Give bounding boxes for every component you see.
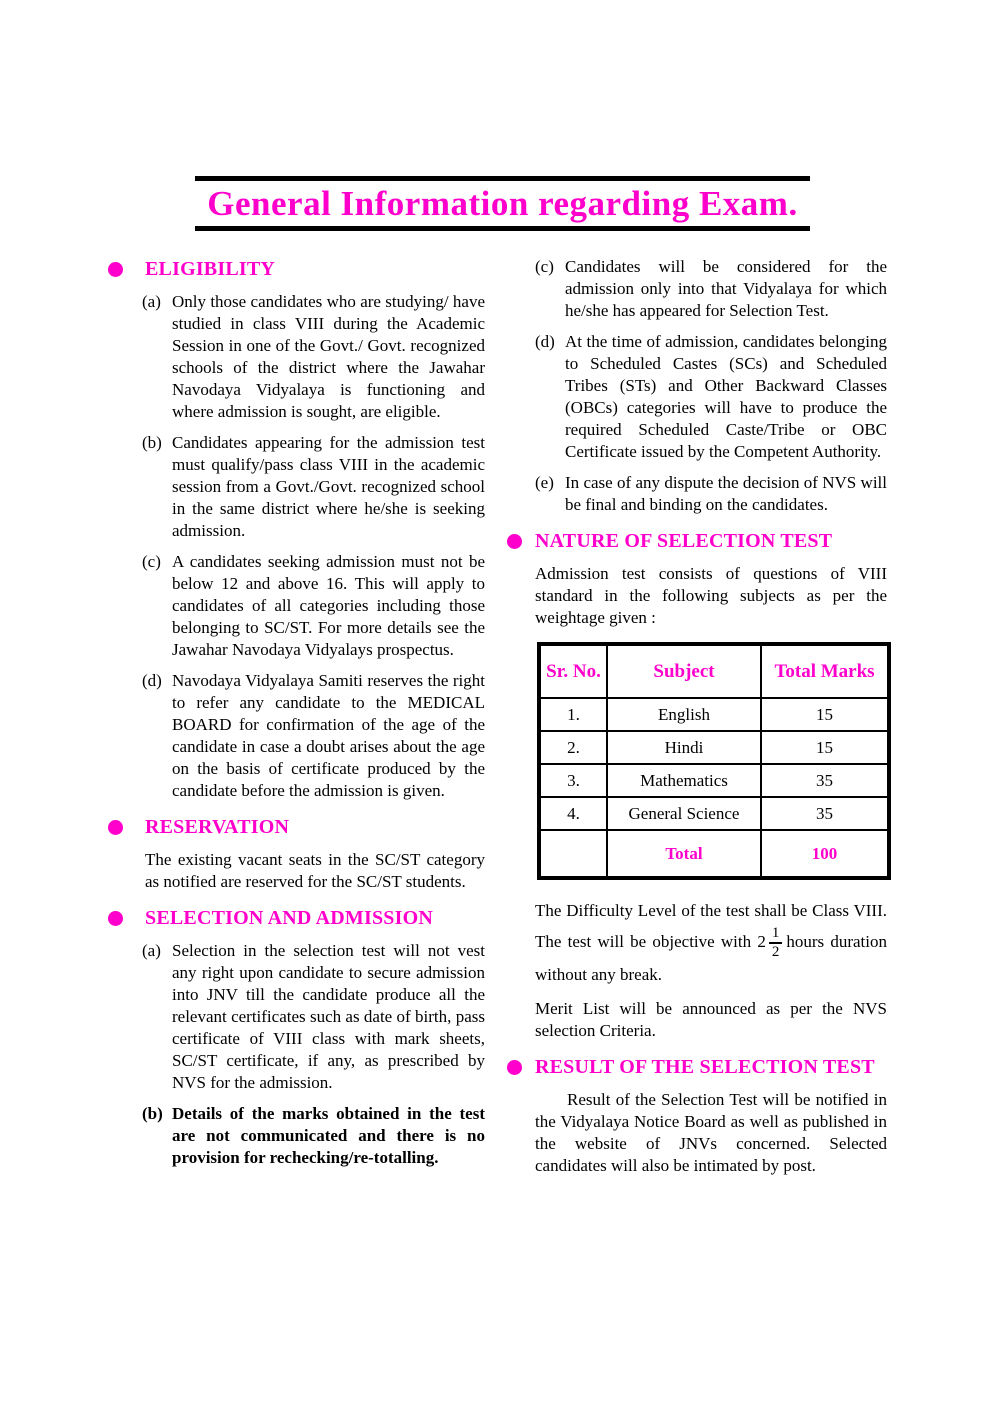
table-cell-sr: 2. — [538, 730, 608, 765]
table-cell-marks: 35 — [760, 763, 890, 798]
table-cell-subject: Hindi — [606, 730, 762, 765]
section-title: SELECTION AND ADMISSION — [145, 907, 434, 929]
document-title-block: General Information regarding Exam. — [195, 176, 810, 231]
table-row: 4. General Science 35 — [538, 796, 890, 831]
section-title: NATURE OF SELECTION TEST — [535, 530, 833, 552]
difficulty-text-after: hours duration without any break. — [535, 932, 887, 984]
list-item-selection-a: (a) Selection in the selection test will… — [105, 940, 485, 1094]
fraction-numerator: 1 — [768, 926, 783, 944]
table-cell-sr: 4. — [538, 796, 608, 831]
table-row: 3. Mathematics 35 — [538, 763, 890, 798]
section-heading-reservation: RESERVATION — [105, 816, 485, 839]
item-label: (b) — [142, 1104, 163, 1123]
item-label: (a) — [142, 292, 161, 311]
item-label: (d) — [535, 332, 555, 351]
result-paragraph: Result of the Selection Test will be not… — [535, 1090, 887, 1175]
difficulty-paragraph: The Difficulty Level of the test shall b… — [535, 896, 887, 990]
fraction-denominator: 2 — [771, 944, 780, 960]
table-total-row: Total 100 — [538, 829, 890, 879]
table-header-row: Sr. No. Subject Total Marks — [538, 643, 890, 699]
table-header-total-marks: Total Marks — [760, 643, 890, 699]
item-label: (c) — [535, 257, 554, 276]
table-total-value: 100 — [760, 829, 890, 879]
right-column: (c) Candidates will be considered for th… — [507, 256, 891, 1187]
page-title: General Information regarding Exam. — [207, 184, 798, 223]
item-text: In case of any dispute the decision of N… — [565, 473, 887, 514]
item-label: (c) — [142, 552, 161, 571]
item-label: (e) — [535, 473, 554, 492]
section-title: RESERVATION — [145, 816, 290, 838]
title-rule-top — [195, 176, 810, 181]
item-label: (d) — [142, 671, 162, 690]
item-label: (a) — [142, 941, 161, 960]
merit-list-paragraph: Merit List will be announced as per the … — [535, 999, 887, 1040]
list-item-eligibility-d: (d) Navodaya Vidyalaya Samiti reserves t… — [105, 670, 485, 802]
table-cell-subject: General Science — [606, 796, 762, 831]
item-text: A candidates seeking admission must not … — [172, 552, 485, 659]
section-bullet-icon — [507, 534, 522, 549]
list-item-selection-c: (c) Candidates will be considered for th… — [507, 256, 887, 322]
item-text: Only those candidates who are studying/ … — [172, 292, 485, 421]
table-cell-sr: 3. — [538, 763, 608, 798]
table-total-label: Total — [606, 829, 762, 879]
title-rule-bottom — [195, 226, 810, 231]
table-header-subject: Subject — [606, 643, 762, 699]
table-cell-marks: 15 — [760, 730, 890, 765]
list-item-selection-e: (e) In case of any dispute the decision … — [507, 472, 887, 516]
section-bullet-icon — [507, 1060, 522, 1075]
subjects-weightage-table: Sr. No. Subject Total Marks 1. English 1… — [537, 642, 891, 880]
section-bullet-icon — [108, 820, 123, 835]
list-item-selection-d: (d) At the time of admission, candidates… — [507, 331, 887, 463]
item-text: At the time of admission, candidates bel… — [565, 332, 887, 461]
section-heading-selection-admission: SELECTION AND ADMISSION — [105, 907, 485, 930]
table-header-sr-no: Sr. No. — [538, 643, 608, 699]
section-bullet-icon — [108, 911, 123, 926]
list-item-eligibility-b: (b) Candidates appearing for the admissi… — [105, 432, 485, 542]
section-heading-eligibility: ELIGIBILITY — [105, 258, 485, 281]
section-title: ELIGIBILITY — [145, 258, 276, 280]
table-cell-empty — [538, 829, 608, 879]
reservation-paragraph: The existing vacant seats in the SC/ST c… — [145, 850, 485, 891]
table-cell-subject: English — [606, 697, 762, 732]
section-title: RESULT OF THE SELECTION TEST — [535, 1056, 875, 1078]
nature-intro-paragraph: Admission test consists of questions of … — [535, 564, 887, 627]
item-text: Candidates appearing for the admission t… — [172, 433, 485, 540]
table-row: 2. Hindi 15 — [538, 730, 890, 765]
section-bullet-icon — [108, 262, 123, 277]
item-text: Candidates will be considered for the ad… — [565, 257, 887, 320]
left-column: ELIGIBILITY (a) Only those candidates wh… — [105, 256, 485, 1187]
list-item-selection-b: (b) Details of the marks obtained in the… — [105, 1103, 485, 1169]
item-text: Details of the marks obtained in the tes… — [172, 1104, 485, 1167]
table-cell-sr: 1. — [538, 697, 608, 732]
difficulty-text-before: The Difficulty Level of the test shall b… — [535, 901, 887, 951]
section-heading-nature-of-selection-test: NATURE OF SELECTION TEST — [507, 530, 887, 553]
item-text: Navodaya Vidyalaya Samiti reserves the r… — [172, 671, 485, 800]
item-text: Selection in the selection test will not… — [172, 941, 485, 1092]
table-cell-marks: 35 — [760, 796, 890, 831]
item-label: (b) — [142, 433, 162, 452]
table-cell-marks: 15 — [760, 697, 890, 732]
section-heading-result-of-selection-test: RESULT OF THE SELECTION TEST — [507, 1056, 887, 1079]
list-item-eligibility-a: (a) Only those candidates who are studyi… — [105, 291, 485, 423]
list-item-eligibility-c: (c) A candidates seeking admission must … — [105, 551, 485, 661]
table-row: 1. English 15 — [538, 697, 890, 732]
table-cell-subject: Mathematics — [606, 763, 762, 798]
two-column-body: ELIGIBILITY (a) Only those candidates wh… — [105, 256, 891, 1187]
